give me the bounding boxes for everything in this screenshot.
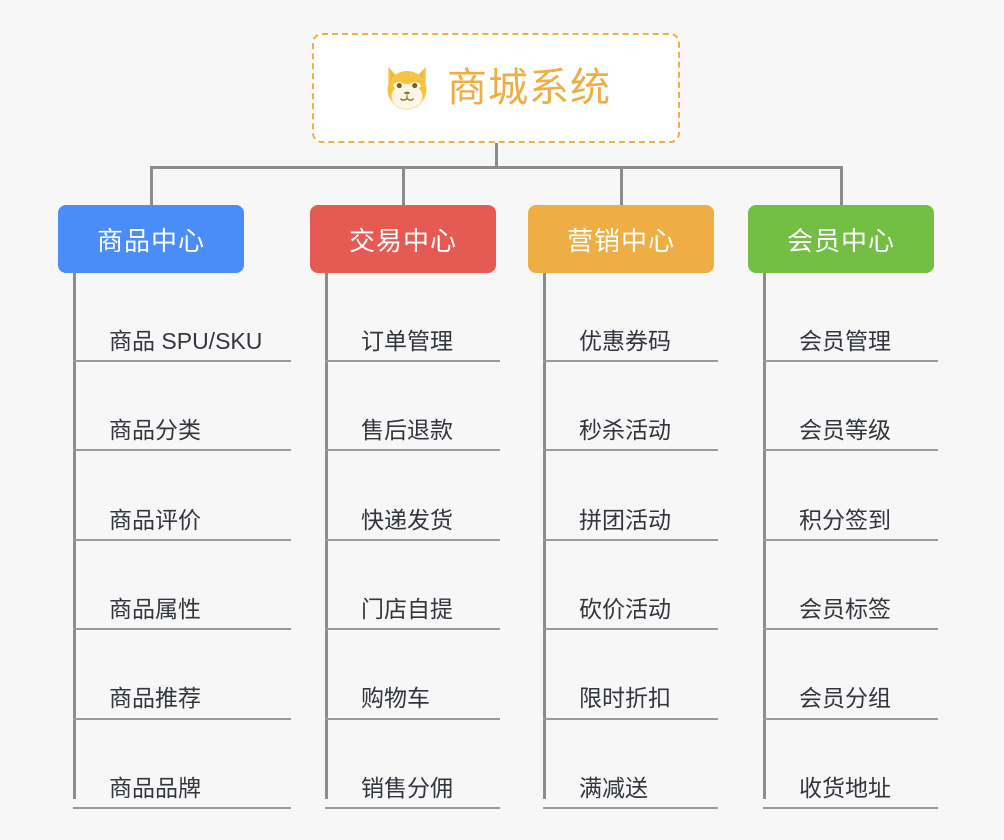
leaf-item[interactable]: 秒杀活动 (543, 362, 758, 452)
leaf-item[interactable]: 满减送 (543, 720, 758, 809)
leaf-column-4: 会员管理会员等级积分签到会员标签会员分组收货地址 (763, 273, 978, 809)
leaf-item[interactable]: 商品属性 (73, 541, 331, 631)
leaf-item-label: 商品评价 (73, 507, 291, 541)
leaf-item-label: 拼团活动 (543, 507, 718, 541)
leaf-item[interactable]: 优惠券码 (543, 273, 758, 362)
leaf-spine (763, 273, 766, 800)
leaf-item-label: 商品推荐 (73, 686, 291, 720)
category-box-1[interactable]: 商品中心 (58, 205, 244, 273)
leaf-item-label: 商品品牌 (73, 775, 291, 809)
leaf-item[interactable]: 会员管理 (763, 273, 978, 362)
leaf-spine (325, 273, 328, 800)
leaf-item-label: 订单管理 (325, 328, 500, 362)
shiba-dog-face-icon (381, 62, 433, 114)
leaf-item[interactable]: 砍价活动 (543, 541, 758, 631)
leaf-item-label: 商品属性 (73, 596, 291, 631)
leaf-spine (543, 273, 546, 800)
category-box-4[interactable]: 会员中心 (748, 205, 934, 273)
leaf-item[interactable]: 购物车 (325, 631, 540, 720)
leaf-item[interactable]: 商品分类 (73, 362, 331, 452)
category-label: 营销中心 (566, 225, 675, 256)
root-node-label: 商城系统 (447, 66, 611, 110)
leaf-item-label: 会员分组 (763, 686, 938, 720)
leaf-item[interactable]: 销售分佣 (325, 720, 540, 809)
leaf-item[interactable]: 商品评价 (73, 452, 331, 541)
leaf-item-label: 购物车 (325, 686, 500, 720)
leaf-item[interactable]: 快递发货 (325, 452, 540, 541)
leaf-item-label: 优惠券码 (543, 328, 718, 362)
leaf-item[interactable]: 订单管理 (325, 273, 540, 362)
category-box-3[interactable]: 营销中心 (528, 205, 714, 273)
connector-bus (149, 166, 843, 169)
leaf-item[interactable]: 门店自提 (325, 541, 540, 631)
leaf-item-label: 商品 SPU/SKU (73, 328, 291, 362)
leaf-item-label: 秒杀活动 (543, 417, 718, 452)
leaf-item-label: 销售分佣 (325, 775, 500, 809)
connector-branch-1 (149, 166, 153, 205)
connector-branch-4 (839, 166, 843, 205)
leaf-item[interactable]: 限时折扣 (543, 631, 758, 720)
leaf-item-label: 砍价活动 (543, 596, 718, 631)
leaf-item[interactable]: 售后退款 (325, 362, 540, 452)
leaf-item-label: 商品分类 (73, 417, 291, 452)
leaf-column-2: 订单管理售后退款快递发货门店自提购物车销售分佣 (325, 273, 540, 809)
leaf-item[interactable]: 会员标签 (763, 541, 978, 631)
leaf-item-label: 限时折扣 (543, 686, 718, 720)
category-label: 会员中心 (786, 225, 895, 256)
leaf-item-label: 收货地址 (763, 775, 938, 809)
leaf-item[interactable]: 会员分组 (763, 631, 978, 720)
leaf-item[interactable]: 商品推荐 (73, 631, 331, 720)
category-box-2[interactable]: 交易中心 (310, 205, 496, 273)
leaf-item-label: 积分签到 (763, 507, 938, 541)
leaf-item-label: 售后退款 (325, 417, 500, 452)
category-label: 商品中心 (96, 225, 205, 256)
leaf-column-3: 优惠券码秒杀活动拼团活动砍价活动限时折扣满减送 (543, 273, 758, 809)
category-label: 交易中心 (348, 225, 457, 256)
leaf-item-label: 会员管理 (763, 328, 938, 362)
root-node-shop-system[interactable]: 商城系统 (312, 33, 680, 143)
leaf-item-label: 门店自提 (325, 596, 500, 631)
leaf-item[interactable]: 商品 SPU/SKU (73, 273, 331, 362)
leaf-item[interactable]: 商品品牌 (73, 720, 331, 809)
leaf-spine (73, 273, 76, 800)
connector-branch-2 (401, 166, 405, 205)
leaf-item-label: 会员等级 (763, 417, 938, 452)
leaf-item-label: 快递发货 (325, 507, 500, 541)
leaf-item-label: 会员标签 (763, 596, 938, 631)
leaf-column-1: 商品 SPU/SKU 商品分类商品评价商品属性商品推荐商品品牌 (73, 273, 331, 809)
leaf-item[interactable]: 收货地址 (763, 720, 978, 809)
leaf-item[interactable]: 会员等级 (763, 362, 978, 452)
leaf-item[interactable]: 拼团活动 (543, 452, 758, 541)
leaf-item-label: 满减送 (543, 775, 718, 809)
connector-root-stem (494, 143, 498, 169)
leaf-item[interactable]: 积分签到 (763, 452, 978, 541)
connector-branch-3 (619, 166, 623, 205)
